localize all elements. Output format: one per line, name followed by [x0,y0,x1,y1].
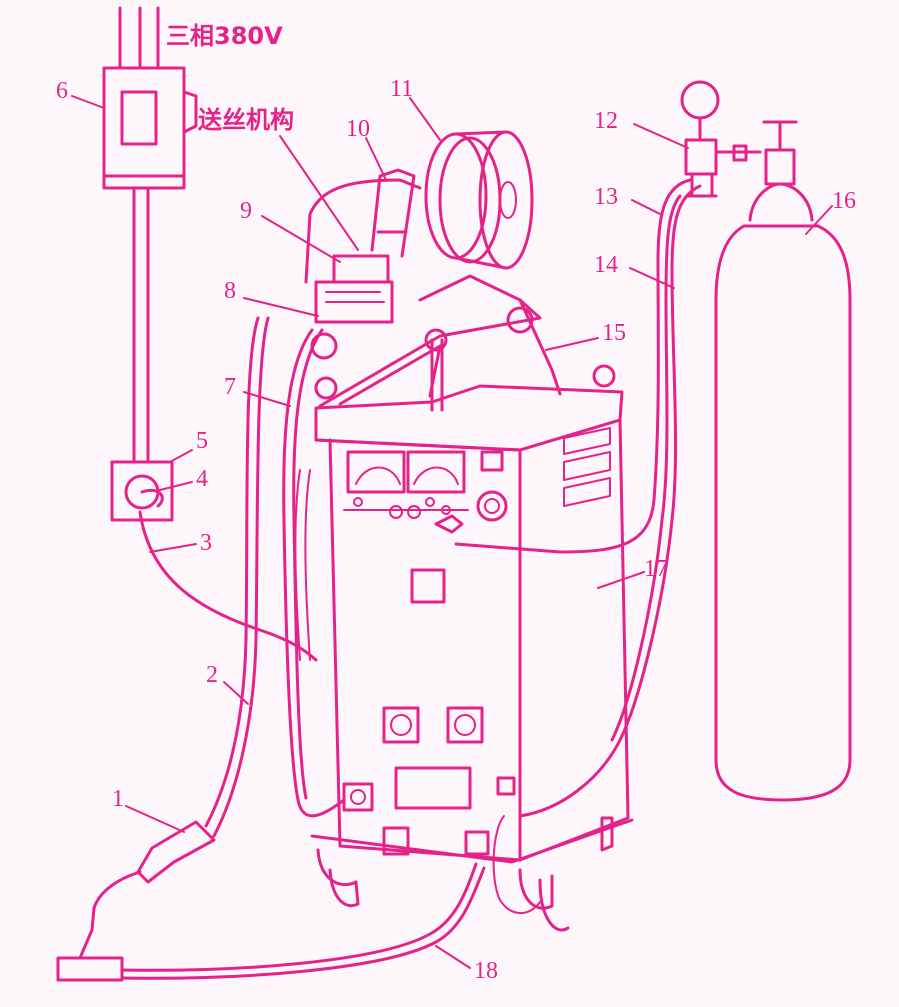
label-11: 11 [390,76,413,102]
wall-socket-5 [110,460,174,522]
ground-cable-18 [120,862,478,972]
label-13: 13 [594,184,618,210]
label-16: 16 [832,188,856,214]
label-14: 14 [594,252,618,278]
welding-power-source-17 [294,364,634,932]
gas-cylinder-16 [714,120,852,802]
control-cable-7b [292,328,324,800]
label-4: 4 [196,466,208,492]
label-wire-feeder: 送丝机构 [198,106,294,134]
torch-cable-2 [204,316,260,828]
label-17: 17 [644,556,668,582]
label-6: 6 [56,78,68,104]
label-power: 三相380V [166,22,283,50]
label-10: 10 [346,116,370,142]
label-3: 3 [200,530,212,556]
gas-regulator-12 [680,80,762,198]
label-15: 15 [602,320,626,346]
labels: 三相380V 送丝机构 6 5 4 3 2 1 7 8 9 10 11 12 1… [56,22,856,984]
label-9: 9 [240,198,252,224]
gas-hose-14b [610,194,682,742]
label-12: 12 [594,108,618,134]
label-8: 8 [224,278,236,304]
ground-cable-18b [120,866,486,980]
label-7: 7 [224,374,236,400]
torch-cable-2b [212,316,270,838]
input-cable-3 [138,510,318,662]
rope-15 [518,298,562,396]
leader-lines [71,95,833,969]
gas-hose-14 [518,184,702,818]
welding-torch-1 [78,820,216,960]
wire-feeder-mechanism [304,168,542,412]
mains-cable [132,186,150,464]
control-cable-7 [282,328,346,818]
power-input-lines [118,6,160,70]
label-2: 2 [206,662,218,688]
wire-spool-11 [424,130,534,270]
label-5: 5 [196,428,208,454]
label-1: 1 [112,786,124,812]
gas-hose-13 [454,178,692,554]
workpiece [56,956,124,982]
label-18: 18 [474,958,498,984]
switch-box-6 [102,66,198,190]
